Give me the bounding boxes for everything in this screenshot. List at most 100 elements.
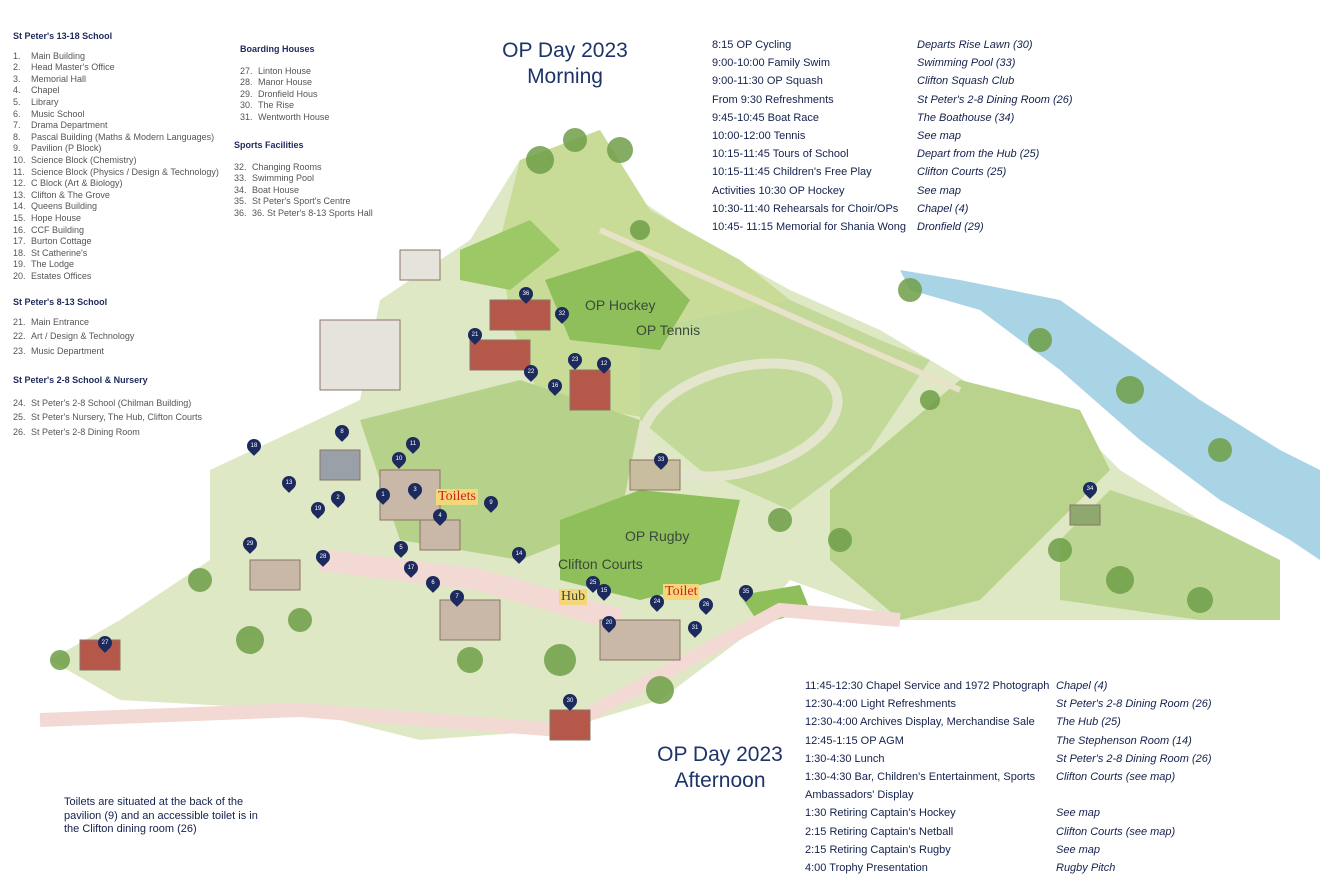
legend-item-label: Wentworth House [258, 111, 330, 122]
legend-item: 22.Art / Design & Technology [13, 329, 134, 344]
map-label-op-hockey: OP Hockey [585, 297, 656, 313]
map-pin-number: 14 [515, 551, 523, 557]
map-pin-31[interactable]: 31 [685, 618, 705, 638]
map-pin-21[interactable]: 21 [465, 325, 485, 345]
schedule-event: 12:45-1:15 OP AGM [805, 734, 904, 747]
map-pin-15[interactable]: 15 [594, 581, 614, 601]
map-pin-8[interactable]: 8 [332, 422, 352, 442]
map-pin-33[interactable]: 33 [651, 450, 671, 470]
map-pin-11[interactable]: 11 [403, 434, 423, 454]
map-pin-17[interactable]: 17 [401, 558, 421, 578]
legend-item-number: 19. [13, 259, 26, 270]
legend-item-number: 9. [13, 143, 21, 154]
legend-item-number: 31. [240, 111, 253, 122]
map-pin-2[interactable]: 2 [328, 488, 348, 508]
legend-item: 24.St Peter's 2-8 School (Chilman Buildi… [13, 396, 202, 411]
legend-item-label: Burton Cottage [31, 236, 92, 247]
legend-item-number: 6. [13, 108, 21, 119]
map-pin-30[interactable]: 30 [560, 691, 580, 711]
legend-item-number: 2. [13, 62, 21, 73]
legend-item: 6.Music School [13, 109, 219, 121]
map-pin-18[interactable]: 18 [244, 436, 264, 456]
legend-item-number: 7. [13, 120, 21, 131]
legend-item-label: Head Master's Office [31, 62, 115, 73]
legend-item-label: Main Building [31, 50, 86, 61]
map-pin-3[interactable]: 3 [405, 480, 425, 500]
legend-item-label: St Peter's 2-8 Dining Room [31, 426, 140, 437]
map-pin-number: 13 [285, 480, 293, 486]
map-pin-14[interactable]: 14 [509, 544, 529, 564]
schedule-location: See map [1056, 807, 1101, 820]
schedule-location: The Hub (25) [1056, 716, 1121, 729]
legend-item-number: 23. [13, 345, 26, 356]
legend-item-label: The Rise [258, 100, 295, 111]
schedule-event: 12:30-4:00 Archives Display, Merchandise… [805, 716, 1035, 729]
map-pin-34[interactable]: 34 [1080, 479, 1100, 499]
schedule-event: 1:30-4:30 Lunch [805, 752, 885, 765]
map-pin-4[interactable]: 4 [430, 506, 450, 526]
map-pin-27[interactable]: 27 [95, 633, 115, 653]
map-pin-7[interactable]: 7 [447, 587, 467, 607]
legend-item-label: Queens Building [31, 201, 98, 212]
map-pin-16[interactable]: 16 [545, 376, 565, 396]
map-pin-9[interactable]: 9 [481, 493, 501, 513]
schedule-location: Clifton Courts (25) [917, 166, 1007, 179]
map-pin-29[interactable]: 29 [240, 534, 260, 554]
schedule-location: Chapel (4) [917, 202, 969, 215]
legend-item: 12.C Block (Art & Biology) [13, 178, 219, 190]
legend-item: 29.Dronfield Hous [240, 89, 329, 101]
schedule-location: Clifton Squash Club [917, 75, 1015, 88]
legend-item-label: Estates Offices [31, 270, 92, 281]
map-pin-20[interactable]: 20 [599, 613, 619, 633]
legend-item-label: Chapel [31, 85, 60, 96]
map-pin-number: 29 [246, 541, 254, 547]
schedule-location: Chapel (4) [1056, 680, 1108, 692]
legend-item-label: 36. St Peter's 8-13 Sports Hall [252, 207, 373, 218]
schedule-location: Depart from the Hub (25) [917, 148, 1040, 161]
map-pin-number: 15 [600, 588, 608, 594]
schedule-event: Activities 10:30 OP Hockey [712, 184, 845, 197]
map-pin-19[interactable]: 19 [308, 499, 328, 519]
map-label-op-rugby: OP Rugby [625, 528, 690, 544]
map-pin-28[interactable]: 28 [313, 547, 333, 567]
schedule-location: Dronfield (29) [917, 221, 984, 234]
map-pin-24[interactable]: 24 [647, 592, 667, 612]
map-pin-6[interactable]: 6 [423, 573, 443, 593]
map-pin-32[interactable]: 32 [552, 304, 572, 324]
toilet-note: Toilets are situated at the back of the … [64, 796, 258, 835]
schedule-row: Ambassadors' Display [805, 786, 1225, 804]
legend-item-number: 10. [13, 154, 26, 165]
map-pin-number: 35 [742, 589, 750, 595]
legend-heading: St Peter's 2-8 School & Nursery [13, 375, 148, 385]
map-pin-number: 1 [381, 492, 385, 498]
legend-item-label: St Catherine's [31, 247, 88, 258]
legend-item: 8.Pascal Building (Maths & Modern Langua… [13, 132, 219, 144]
map-pin-10[interactable]: 10 [389, 449, 409, 469]
riverside-field [830, 380, 1110, 620]
legend-item: 5.Library [13, 97, 219, 109]
map-label-toilets: Toilets [436, 489, 478, 505]
map-pin-number: 33 [657, 457, 665, 463]
map-pin-26[interactable]: 26 [696, 595, 716, 615]
map-pin-22[interactable]: 22 [521, 362, 541, 382]
map-pin-5[interactable]: 5 [391, 538, 411, 558]
map-pin-1[interactable]: 1 [373, 485, 393, 505]
map-pin-13[interactable]: 13 [279, 473, 299, 493]
map-pin-12[interactable]: 12 [594, 354, 614, 374]
schedule-event: 10:45- 11:15 Memorial for Shania Wong [712, 221, 907, 234]
map-pin-35[interactable]: 35 [736, 582, 756, 602]
legend-item: 34.Boat House [234, 185, 373, 197]
schedule-event: 10:30-11:40 Rehearsals for Choir/OPs [712, 202, 899, 215]
map-pin-36[interactable]: 36 [516, 284, 536, 304]
tennis-courts-north [460, 220, 560, 290]
legend-item-number: 11. [13, 166, 25, 177]
legend-item-number: 17. [13, 236, 26, 247]
schedule-event: 10:15-11:45 Tours of School [712, 148, 849, 161]
legend-item: 31. Wentworth House [240, 112, 329, 124]
legend-item: 1.Main Building [13, 51, 219, 63]
map-pin-number: 2 [336, 495, 340, 501]
map-pin-23[interactable]: 23 [565, 350, 585, 370]
legend-item: 28.Manor House [240, 77, 329, 89]
